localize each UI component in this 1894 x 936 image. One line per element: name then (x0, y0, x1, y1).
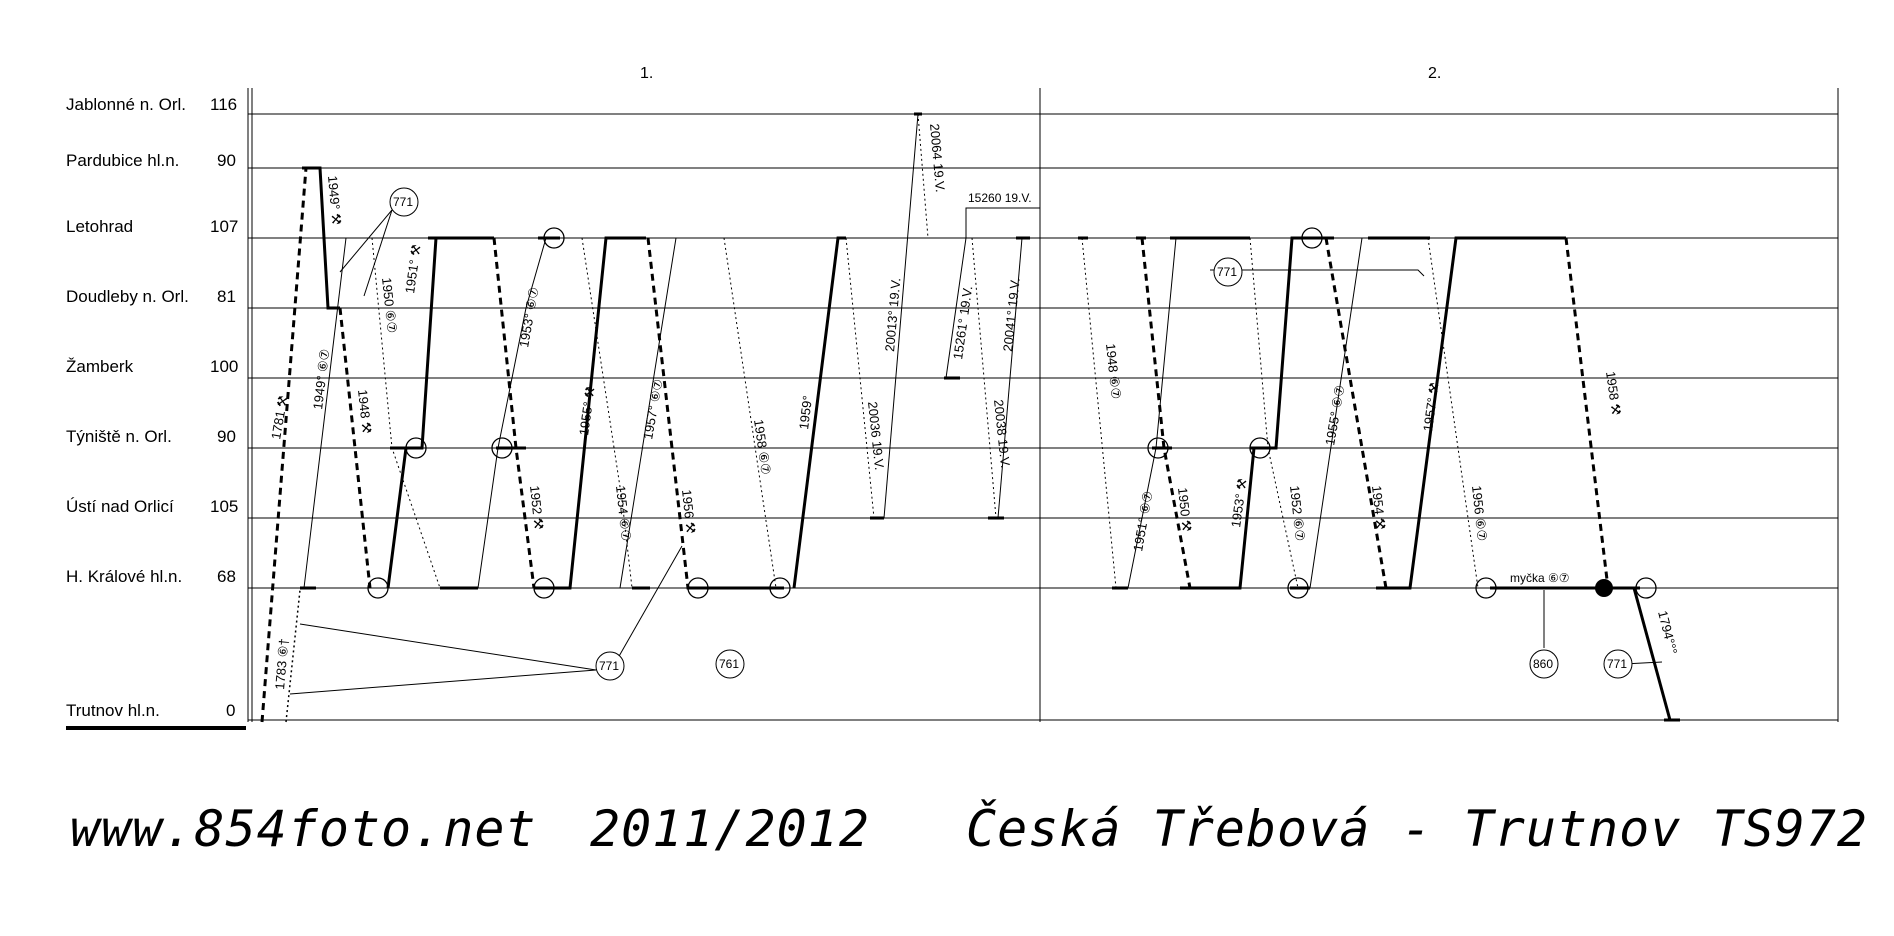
station-km: 90 (217, 151, 236, 170)
train-path (917, 113, 929, 239)
train-label: 1954 ⑥⑦ (613, 485, 634, 542)
train-label: 1949° ⑥⑦ (310, 348, 332, 410)
transfer-circles (367, 227, 1657, 599)
train-path (1564, 237, 1610, 589)
station-km: 81 (217, 287, 236, 306)
train-label: 1951° ⚒ (402, 243, 424, 294)
station-name: Pardubice hl.n. (66, 151, 179, 170)
train-label: 1951° ⑥⑦ (1130, 490, 1155, 553)
footer-site: www.854foto.net (70, 800, 537, 858)
train-path (260, 167, 308, 723)
station-km: 100 (210, 357, 238, 376)
train-label: 1952 ⚒ (527, 485, 547, 531)
train-path (619, 237, 722, 589)
train-label: 1955° ⑥⑦ (1322, 384, 1347, 447)
train-path (965, 207, 1040, 238)
train-path (1632, 587, 1672, 721)
train-path (723, 237, 777, 589)
train-timetable-diagram: 1. 2. Jablonné n. Orl. 116 Pardubice hl.… (66, 65, 1839, 730)
wash-note: myčka ⑥⑦ (1510, 571, 1570, 585)
station-name: Trutnov hl.n. (66, 701, 160, 720)
train-label: 1957° ⑥⑦ (640, 378, 665, 441)
train-path (997, 237, 1023, 519)
train-path (1140, 237, 1192, 589)
circle-label: 771 (1217, 265, 1237, 279)
footer: www.854foto.net 2011/2012 Česká Třebová … (0, 800, 1894, 890)
station-km: 68 (217, 567, 236, 586)
station-km: 107 (210, 217, 238, 236)
train-path (845, 237, 875, 519)
grid (247, 88, 1839, 722)
day2-dwell-bars (1078, 236, 1680, 722)
train-label: 1958 ⑥⑦ (751, 418, 774, 475)
train-path (971, 237, 997, 519)
train-label: 1953° ⚒ (1228, 477, 1250, 528)
connector-lines (289, 209, 1663, 695)
train-path (1309, 237, 1363, 589)
train-label: 20013° 19.V. (882, 277, 903, 352)
day-1-header: 1. (640, 65, 653, 82)
train-label: 1956 ⚒ (679, 489, 699, 535)
train-label: 1955° ⚒ (576, 385, 598, 436)
station-name: Letohrad (66, 217, 133, 236)
train-path (945, 237, 967, 379)
train-label: 1948 ⚒ (355, 389, 375, 435)
station-name: H. Králové hl.n. (66, 567, 182, 586)
wash-point (1595, 579, 1613, 597)
station-labels: Jablonné n. Orl. 116 Pardubice hl.n. 90 … (66, 95, 238, 720)
train-label: 1783 ⑥† (272, 638, 291, 691)
footer-route: Česká Třebová - Trutnov TS972 (966, 800, 1868, 858)
circulation-circles: 771 771 771 771 761 860 (389, 187, 1633, 681)
train-label: 1949° ⚒ (325, 175, 344, 226)
train-path (646, 237, 770, 590)
station-name: Týniště n. Orl. (66, 427, 172, 446)
circle-label: 761 (719, 657, 739, 671)
station-km: 105 (210, 497, 238, 516)
station-km: 90 (217, 427, 236, 446)
footer-season: 2011/2012 (590, 800, 870, 858)
train-label: 1950 ⑥⑦ (379, 277, 400, 334)
train-path (338, 307, 372, 589)
train-path (303, 237, 372, 589)
day-2-header: 2. (1428, 65, 1441, 82)
train-label: 15260 19.V. (968, 191, 1032, 205)
station-name: Jablonné n. Orl. (66, 95, 186, 114)
day2-paths (1081, 236, 1672, 721)
train-path (1210, 269, 1425, 277)
station-km: 0 (226, 701, 235, 720)
circle-label: 860 (1533, 657, 1553, 671)
station-name: Žamberk (66, 357, 134, 376)
station-name: Ústí nad Orlicí (66, 497, 174, 516)
train-label: 20064 19.V. (927, 123, 948, 193)
train-label: 1958 ⚒ (1603, 370, 1624, 416)
train-path (477, 237, 547, 589)
day1-dwell-bars (300, 112, 1030, 590)
circle-label: 771 (599, 659, 619, 673)
train-path (1249, 237, 1299, 589)
train-path (492, 237, 536, 589)
station-km: 116 (210, 95, 237, 114)
train-label: 20036 19.V. (865, 401, 887, 471)
train-label: 20038 19.V. (991, 399, 1013, 469)
train-label: 1794°°° (1655, 609, 1680, 656)
circle-label: 771 (1607, 657, 1627, 671)
train-path (285, 589, 301, 723)
station-name: Doudleby n. Orl. (66, 287, 189, 306)
circle-label: 771 (393, 195, 413, 209)
train-path (883, 113, 919, 519)
train-label: 1952 ⑥⑦ (1287, 485, 1308, 542)
train-label: 1948 ⑥⑦ (1103, 343, 1124, 400)
train-label: 1956 ⑥⑦ (1469, 485, 1490, 542)
train-label: 1953° ⑥⑦ (516, 286, 541, 349)
train-label: 1950 ⚒ (1175, 487, 1195, 533)
train-label: 1959° (796, 395, 815, 431)
train-path (581, 237, 633, 589)
train-path (1081, 237, 1117, 589)
train-label: 20041° 19.V. (1000, 277, 1023, 352)
train-label: 1957° ⚒ (1420, 381, 1442, 432)
train-path (1427, 237, 1479, 589)
train-label: 1954 ⚒ (1369, 485, 1389, 531)
